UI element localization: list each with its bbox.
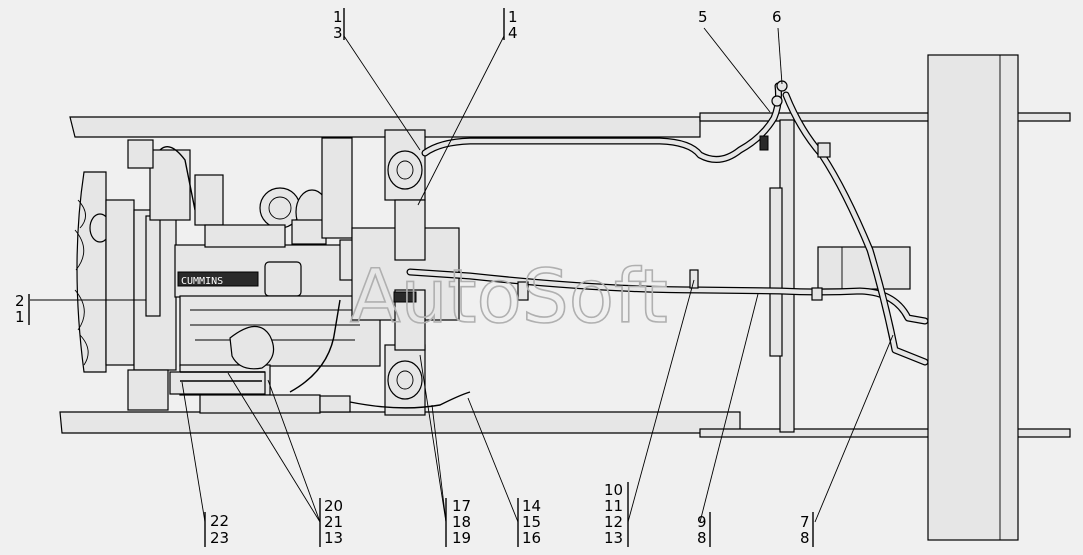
engine-mount-front-bottom bbox=[384, 344, 426, 416]
callout-14-15-16: 14 15 16 bbox=[517, 497, 541, 547]
watermark-text: AutoSoft bbox=[350, 254, 668, 340]
engine-brand-label: CUMMINS bbox=[181, 276, 223, 287]
svg-text:1: 1 bbox=[508, 8, 518, 26]
cross-member-bracket bbox=[769, 187, 783, 357]
callout-7-8: 7 8 bbox=[800, 512, 814, 547]
coolant-pipe-lower bbox=[180, 299, 471, 409]
svg-text:7: 7 bbox=[800, 513, 810, 531]
engine-mount-front-top bbox=[384, 129, 426, 201]
svg-text:20: 20 bbox=[324, 497, 343, 515]
leader-lines bbox=[30, 27, 894, 523]
lower-bracket bbox=[127, 369, 351, 413]
svg-text:15: 15 bbox=[522, 513, 541, 531]
svg-text:8: 8 bbox=[800, 529, 810, 547]
radiator bbox=[105, 199, 177, 371]
cooling-fan bbox=[74, 171, 111, 373]
svg-text:19: 19 bbox=[452, 529, 471, 547]
svg-text:8: 8 bbox=[697, 529, 707, 547]
turbocharger bbox=[259, 187, 329, 245]
svg-text:23: 23 bbox=[210, 529, 229, 547]
svg-text:12: 12 bbox=[604, 513, 623, 531]
svg-text:2: 2 bbox=[15, 292, 25, 310]
svg-text:3: 3 bbox=[333, 24, 343, 42]
svg-text:9: 9 bbox=[697, 513, 707, 531]
callout-9-8: 9 8 bbox=[697, 512, 711, 547]
svg-text:10: 10 bbox=[604, 481, 623, 499]
callout-5: 5 bbox=[698, 8, 708, 26]
svg-text:16: 16 bbox=[522, 529, 541, 547]
frame-rail-bottom bbox=[59, 411, 1071, 438]
expansion-tank bbox=[817, 246, 911, 290]
svg-text:6: 6 bbox=[772, 8, 782, 26]
svg-text:13: 13 bbox=[324, 529, 343, 547]
svg-text:1: 1 bbox=[15, 308, 25, 326]
svg-text:13: 13 bbox=[604, 529, 623, 547]
svg-text:18: 18 bbox=[452, 513, 471, 531]
svg-text:5: 5 bbox=[698, 8, 708, 26]
callout-10-11-12-13: 10 11 12 13 bbox=[604, 481, 629, 547]
callout-6: 6 bbox=[772, 8, 782, 26]
heater-return-hose bbox=[782, 91, 929, 366]
callout-22-23: 22 23 bbox=[204, 512, 229, 547]
svg-text:11: 11 bbox=[604, 497, 623, 515]
frame-rail-top bbox=[69, 112, 1071, 138]
svg-text:21: 21 bbox=[324, 513, 343, 531]
callout-1-3: 1 3 bbox=[333, 8, 345, 42]
cab-body bbox=[927, 54, 1019, 541]
callout-1-4: 1 4 bbox=[503, 8, 518, 42]
svg-text:17: 17 bbox=[452, 497, 471, 515]
svg-text:1: 1 bbox=[333, 8, 343, 26]
callout-2-1: 2 1 bbox=[15, 292, 30, 326]
callout-17-18-19: 17 18 19 bbox=[445, 497, 471, 547]
svg-text:22: 22 bbox=[210, 512, 229, 530]
callout-20-21-13: 20 21 13 bbox=[319, 497, 343, 547]
hose-clamps bbox=[517, 80, 831, 301]
engine-block: CUMMINS bbox=[174, 244, 386, 414]
heater-hose-upper bbox=[421, 82, 782, 163]
svg-text:4: 4 bbox=[508, 24, 518, 42]
svg-text:14: 14 bbox=[522, 497, 541, 515]
air-intake-pipe bbox=[229, 325, 275, 370]
